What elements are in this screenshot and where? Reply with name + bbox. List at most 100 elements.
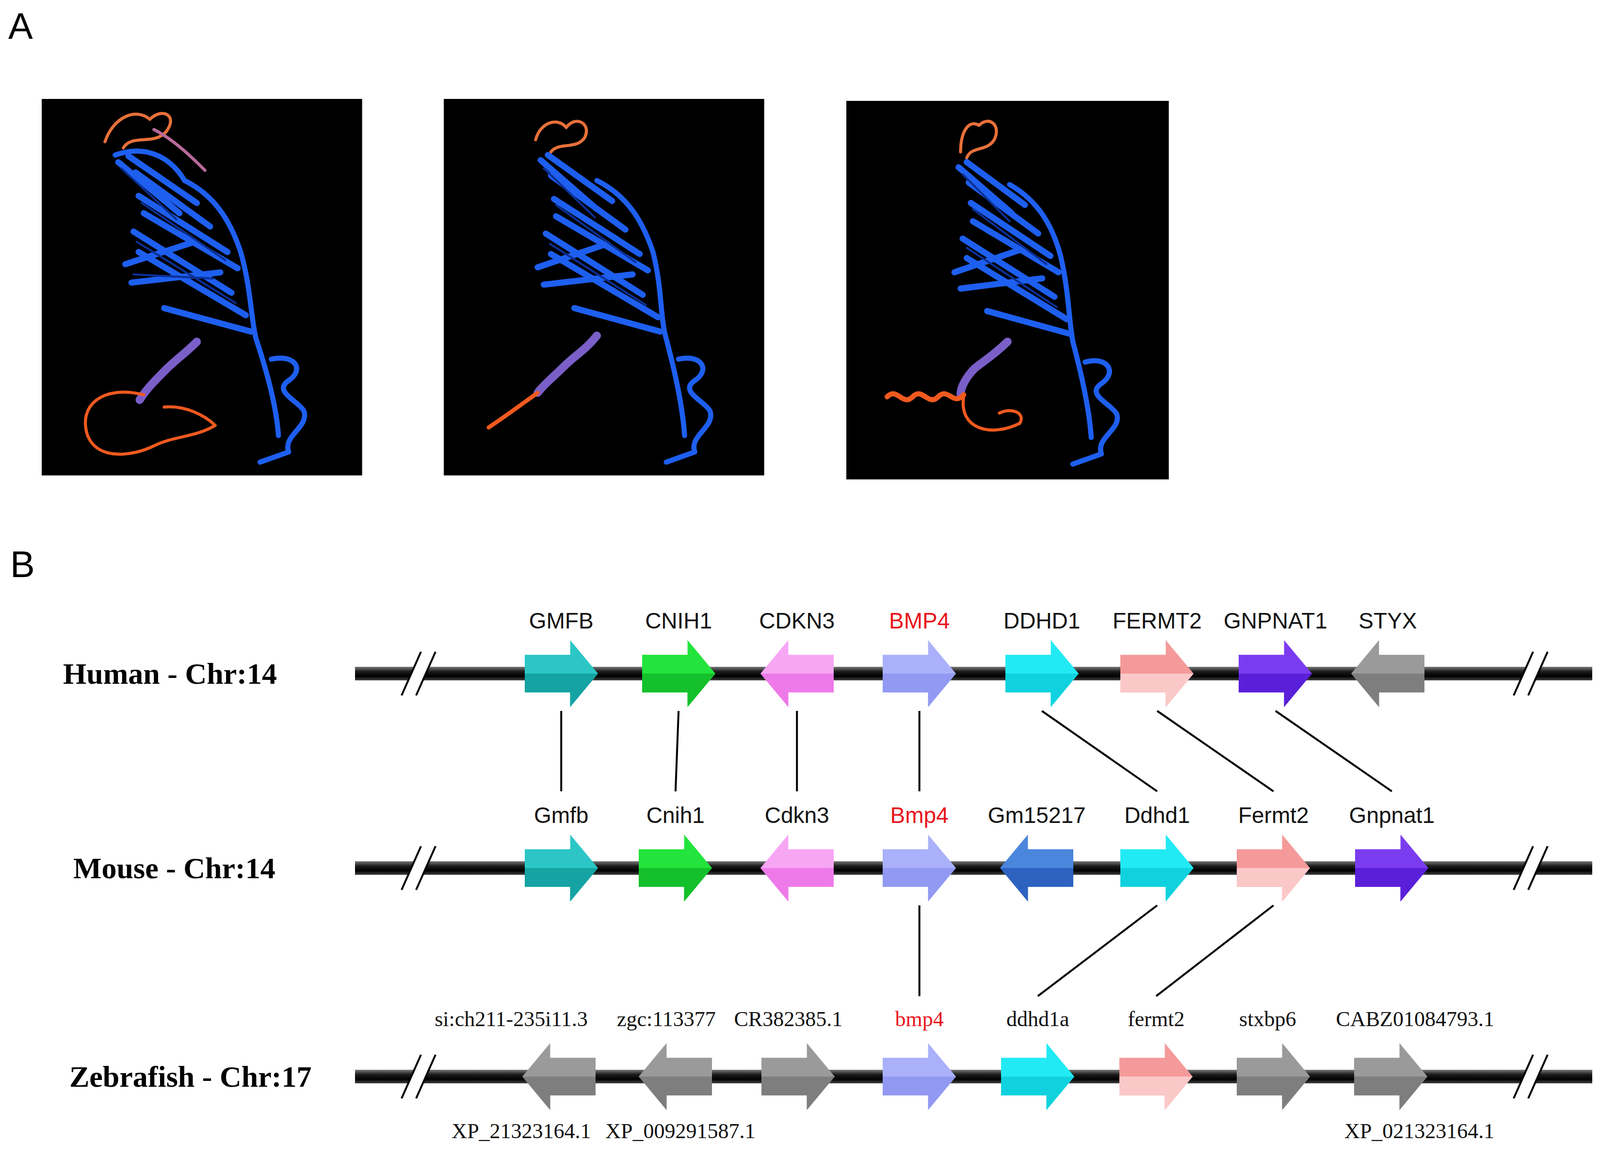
break-mark (401, 651, 436, 696)
arrow-shape (761, 1043, 835, 1111)
arrow-body (882, 834, 956, 902)
panel-background (41, 98, 363, 476)
arrow-shade (760, 868, 834, 902)
arrow-fill (1001, 1043, 1075, 1111)
gene-label: stxbp6 (1239, 1006, 1296, 1033)
arrow-shade (638, 868, 712, 902)
arrow-shape (1236, 834, 1310, 902)
helix (960, 341, 1008, 395)
gene-arrow: FERMT2 (1112, 607, 1202, 708)
coil (85, 392, 216, 455)
arrow-fill (1236, 1043, 1310, 1111)
break-mark (1513, 651, 1548, 696)
arrow-shade (882, 1076, 956, 1111)
arrow-shade (1005, 673, 1079, 708)
gene-label: CDKN3 (759, 607, 835, 635)
gene-arrow: bmp4 (882, 1006, 956, 1111)
arrow-shape (638, 1043, 712, 1111)
gene-label: XP_21323164.1 (451, 1118, 591, 1145)
arrow-body (1351, 640, 1425, 708)
gene-label: Gnpnat1 (1349, 802, 1435, 829)
arrow-fill (760, 834, 834, 902)
sheet-shadow (543, 168, 646, 306)
arrow-fill (1000, 834, 1074, 902)
arrow-fill (882, 640, 956, 708)
gene-label: Ddhd1 (1124, 802, 1191, 829)
helix (1072, 360, 1118, 465)
gene-arrow: CABZ01084793.1XP_021323164.1 (1311, 1006, 1471, 1145)
arrow-body (882, 1043, 956, 1111)
arrow-body (1238, 640, 1312, 708)
arrow-fill (1351, 640, 1425, 708)
arrow-body (1354, 1043, 1428, 1111)
arrow-fill (524, 834, 598, 902)
arrow-fill (1005, 640, 1079, 708)
gene-label: Fermt2 (1238, 802, 1310, 829)
gene-arrow: GMFB (524, 607, 598, 708)
gene-label: bmp4 (895, 1006, 944, 1033)
arrow-fill (638, 1043, 712, 1111)
break-mark (401, 846, 436, 890)
arrow-body (524, 640, 598, 708)
arrow-shape (882, 834, 956, 902)
gene-label: DDHD1 (1003, 607, 1081, 635)
arrow-fill (522, 1043, 596, 1111)
arrow-fill (1236, 834, 1310, 902)
arrow-shape (522, 1043, 596, 1111)
protein-structure (41, 98, 363, 476)
ortholog-link (1156, 905, 1274, 997)
ortholog-link (918, 905, 921, 997)
arrow-body (642, 640, 716, 708)
arrow-fill (524, 640, 598, 708)
gene-label: ddhd1a (1006, 1006, 1070, 1033)
arrow-shape (760, 640, 834, 708)
ortholog-link (1041, 711, 1158, 792)
coil (535, 121, 587, 152)
helix (139, 341, 197, 401)
gene-arrow: CDKN3 (759, 607, 835, 708)
arrow-shape (1000, 834, 1074, 902)
gene-arrow: STYX (1351, 607, 1425, 708)
species-label: Human - Chr:14 (63, 657, 277, 691)
arrow-fill (1355, 834, 1429, 902)
gene-label: FERMT2 (1112, 607, 1202, 635)
arrow-body (1005, 640, 1079, 708)
arrow-shade (1000, 868, 1074, 902)
arrow-shade (1238, 673, 1312, 708)
arrow-body (522, 1043, 596, 1111)
arrow-body (761, 1043, 835, 1111)
break-mark (401, 846, 436, 890)
arrow-body (638, 834, 712, 902)
arrow-body (1355, 834, 1429, 902)
arrow-shape (1351, 640, 1425, 708)
coil (104, 113, 171, 148)
gene-arrow: Gnpnat1 (1349, 802, 1435, 902)
gene-arrow: ddhd1a (1001, 1006, 1075, 1111)
arrow-shape (524, 834, 598, 902)
break-mark (401, 1054, 436, 1099)
panel-letter: A (8, 5, 33, 47)
arrow-body (760, 834, 834, 902)
gene-arrow: GNPNAT1 (1223, 607, 1328, 708)
arrow-shape (760, 834, 834, 902)
arrow-body (524, 834, 598, 902)
arrow-shade (1001, 1076, 1075, 1111)
break-mark (1513, 846, 1548, 890)
gene-label: BMP4 (888, 607, 950, 635)
arrow-fill (1119, 1043, 1193, 1111)
arrow-shade (760, 673, 834, 708)
coil (963, 396, 1022, 431)
arrow-shape (638, 834, 712, 902)
arrow-fill (882, 834, 956, 902)
panel-background (443, 98, 765, 476)
arrow-shape (1120, 834, 1194, 902)
arrow-body (1001, 1043, 1075, 1111)
gene-label: zgc:113377 (616, 1006, 716, 1033)
break-mark (401, 1054, 436, 1099)
arrow-shade (638, 1076, 712, 1111)
helix (537, 335, 598, 393)
gene-arrow: DDHD1 (1003, 607, 1081, 708)
arrow-shape (1005, 640, 1079, 708)
ortholog-link (1037, 905, 1158, 997)
